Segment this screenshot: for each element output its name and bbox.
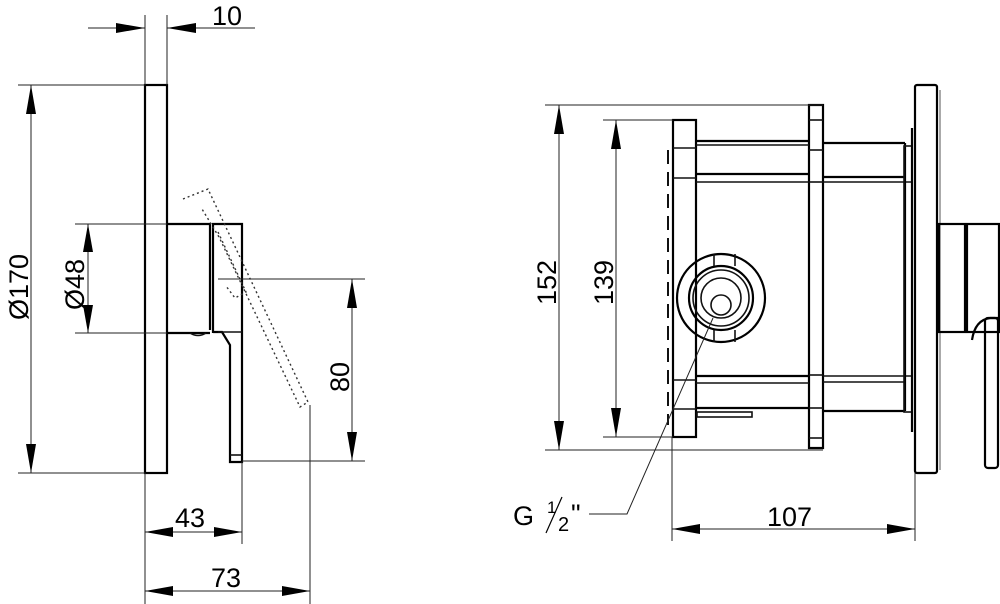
fraction-numerator: 1 (547, 498, 556, 517)
handle-lever-rear (983, 316, 1000, 470)
box-left-flange (671, 118, 698, 439)
dim-label-48: Ø48 (60, 259, 90, 310)
valve-body (167, 222, 212, 330)
inch-mark: " (571, 499, 581, 529)
dim-box-depth: 107 (671, 437, 916, 541)
box-view: G 1 2 " 152 139 (513, 83, 1000, 541)
dim-label-73: 73 (211, 563, 241, 593)
outlet-connection (675, 252, 767, 344)
dim-plate-diameter: Ø170 (4, 84, 145, 474)
dim-label-43: 43 (175, 503, 205, 533)
dim-label-10: 10 (212, 1, 242, 31)
thread-label-g: G (513, 501, 534, 531)
thread-callout: G 1 2 " (513, 317, 714, 536)
dim-label-139: 139 (589, 260, 619, 305)
dim-inner-height: 139 (589, 119, 673, 438)
dim-plate-thickness: 10 (88, 1, 255, 85)
dim-label-107: 107 (767, 502, 812, 532)
fraction-denominator: 2 (558, 514, 569, 536)
cover-plate (143, 83, 169, 475)
dim-label-80: 80 (325, 362, 355, 392)
cover-plate-rear (913, 83, 939, 475)
dim-depth-73: 73 (145, 405, 311, 604)
dim-handle-height: 80 (218, 278, 365, 462)
dim-outer-height: 152 (532, 104, 823, 451)
handle-open-position (182, 188, 309, 409)
dim-label-152: 152 (532, 260, 562, 305)
dim-body-diameter: Ø48 (60, 223, 167, 334)
dim-depth-43: 43 (144, 462, 243, 604)
valve-body-rear (937, 222, 967, 334)
handle-lever (211, 222, 244, 464)
box-mid-flange (807, 103, 825, 450)
dim-label-170: Ø170 (4, 254, 34, 320)
side-view: 10 Ø170 Ø48 80 (4, 1, 365, 604)
